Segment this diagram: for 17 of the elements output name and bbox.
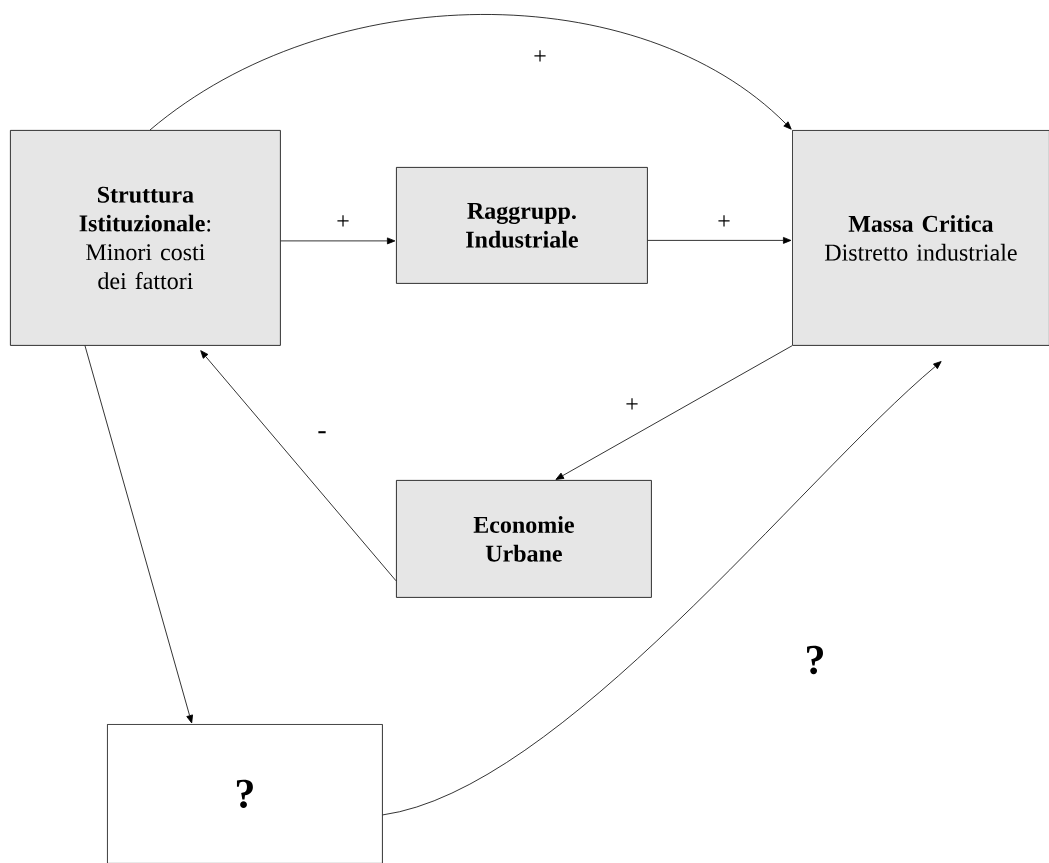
process-box: Raggrupp. Industriale xyxy=(396,167,648,284)
arrow xyxy=(647,237,792,244)
edge-label: + xyxy=(531,48,549,66)
edge-label: + xyxy=(334,213,352,231)
process-box: Massa Critica Distretto industriale xyxy=(792,130,1049,346)
arrow xyxy=(200,350,397,582)
arrow xyxy=(382,361,942,816)
arrow xyxy=(149,14,792,131)
edge-label: - xyxy=(315,429,329,441)
arrow xyxy=(555,345,793,480)
process-box: Economie Urbane xyxy=(396,480,652,598)
arrow xyxy=(84,345,193,724)
edge-label: + xyxy=(715,213,733,231)
process-box: Struttura Istituzionale: Minori costi dei fattori xyxy=(10,130,281,346)
edge-label: + xyxy=(623,396,641,414)
arrow xyxy=(280,237,396,245)
process-box: ? xyxy=(107,724,383,863)
